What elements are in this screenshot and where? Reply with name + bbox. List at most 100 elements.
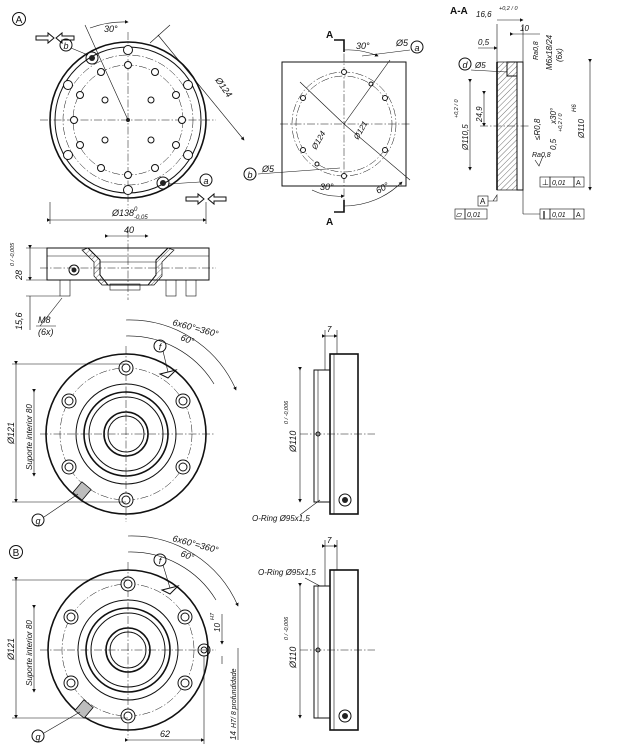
sec-par-tol: 0,01 [552, 212, 566, 219]
fb-dim-14-text: H7/ 8 profundidade [231, 668, 238, 728]
fa-callout-f: f [159, 342, 163, 352]
svg-text:0 / -0,005: 0 / -0,005 [10, 242, 16, 266]
sb-d110: Ø110 [288, 647, 298, 669]
fb-callout-g: g [35, 732, 40, 742]
hp-angle-bottom: 30° [320, 182, 334, 192]
svg-text:0: 0 [134, 207, 138, 213]
sa-d110: Ø110 [288, 431, 298, 453]
sec-ra-top: Ra0,8 [533, 41, 540, 60]
top-angle-label: 30° [104, 24, 118, 34]
callout-a: a [203, 176, 208, 186]
svg-text:+0,2 / 0: +0,2 / 0 [454, 99, 460, 118]
hp-d5-bottom: Ø5 [261, 164, 275, 174]
fb-dim-62: 62 [160, 729, 170, 739]
variant-a-marker [12, 12, 26, 26]
sec-perp-tol: 0,01 [552, 180, 566, 187]
sec-d110-5: Ø110,5 [461, 124, 470, 151]
hp-d5-top: Ø5 [395, 38, 409, 48]
sec-dim-24-9: 24,9 [475, 106, 484, 123]
variant-a-label: A [16, 15, 23, 26]
sec-chamfer: 0,5 [549, 138, 558, 150]
callout-b: b [63, 41, 68, 51]
direction-arrow-left-2 [207, 192, 227, 206]
bolt-holes [63, 45, 193, 195]
svg-text:+0,2 / 0: +0,2 / 0 [558, 113, 564, 132]
sec-dim-16-6: 16,6 [476, 10, 492, 19]
inner-holes [70, 61, 186, 179]
side-view-b: 7 O-Ring Ø95x1,5 Ø110 0 / -0,006 [258, 536, 375, 731]
sec-datum: A [480, 197, 486, 206]
sec-thread-qty: (6x) [555, 48, 564, 62]
side-view-a: 7 Ø110 0 / -0,006 O-Ring Ø95x1,5 [252, 325, 375, 523]
side-qty: (6x) [38, 327, 54, 337]
sec-r0-8: ≤R0,8 [533, 118, 542, 140]
top-d138-label: Ø138 [111, 208, 134, 218]
fa-support: Suporte interior 80 [25, 404, 34, 470]
sec-thread: M6x18/24 [545, 34, 554, 70]
sec-perp-datum: A [576, 180, 581, 187]
center-point [126, 118, 130, 122]
fb-dim-10: 10 [213, 623, 222, 632]
variant-b-label: B [13, 548, 20, 559]
top-d124-label: Ø124 [213, 75, 234, 100]
side-height-28: 28 [14, 270, 24, 281]
direction-arrow-left [55, 31, 75, 45]
svg-text:H6: H6 [572, 104, 578, 112]
front-view-b: B 6x60°=360° 60° f Ø121 [6, 533, 239, 744]
sec-callout-d: d [462, 60, 468, 70]
pin-a [156, 176, 170, 190]
front-a-holes [61, 360, 191, 508]
side-width-40: 40 [124, 225, 134, 235]
sec-dim-0-5: 0,5 [478, 38, 490, 47]
front-b-holes [63, 576, 193, 724]
sec-d110: Ø110 [577, 118, 586, 139]
variant-b-marker [9, 545, 23, 559]
svg-text:▱: ▱ [456, 210, 463, 219]
top-view: A [12, 12, 245, 224]
svg-text:∥: ∥ [542, 210, 546, 219]
sec-d5: Ø5 [474, 61, 486, 70]
fb-d121: Ø121 [6, 638, 16, 661]
fa-d121: Ø121 [6, 422, 16, 445]
section-a-a-view: A-A 16,6 +0,2 / 0 10 0,5 Ra0,8 M6x18/24 … [450, 6, 592, 220]
sec-dim-10: 10 [520, 24, 529, 33]
callout-a-marker [199, 173, 213, 187]
sa-oring: O-Ring Ø95x1,5 [252, 514, 310, 523]
pin-b [85, 51, 99, 65]
hp-callout-b: b [247, 170, 252, 180]
svg-text:-0,05: -0,05 [134, 215, 148, 221]
fa-callout-g: g [35, 516, 40, 526]
svg-text:⊥: ⊥ [542, 178, 549, 187]
sb-oring: O-Ring Ø95x1,5 [258, 568, 316, 577]
section-title: A-A [450, 6, 468, 17]
sec-par-datum: A [576, 212, 581, 219]
fb-support: Suporte interior 80 [25, 620, 34, 686]
sec-flat-tol: 0,01 [467, 212, 481, 219]
hp-d124: Ø124 [309, 129, 327, 152]
fa-angle: 60° [179, 332, 196, 346]
side-section-view: 40 28 0 / -0,005 15,6 M8 (6x) [10, 225, 216, 337]
fb-angle: 60° [179, 548, 196, 562]
sa-dim-7: 7 [327, 325, 332, 334]
fb-dim-14: 14 [229, 731, 238, 740]
direction-arrow-right-2 [185, 192, 205, 206]
side-height-15-6: 15,6 [14, 312, 24, 330]
svg-text:0 / -0,006: 0 / -0,006 [284, 400, 290, 424]
side-thread: M8 [38, 315, 51, 325]
side-pin [68, 264, 80, 276]
sec-ra-bottom: Ra0,8 [532, 152, 551, 159]
fa-pattern: 6x60°=360° [171, 317, 219, 339]
svg-text:H7: H7 [210, 612, 216, 620]
fb-callout-f: f [159, 556, 163, 566]
section-mark-bottom: A [326, 217, 333, 228]
hole-pattern-view: A A 30° Ø5 a Ø124 Ø121 b Ø5 30° 60° [243, 30, 424, 228]
section-mark-top: A [326, 30, 333, 41]
fb-pattern: 6x60°=360° [171, 533, 219, 555]
callout-b-marker [59, 38, 73, 52]
direction-arrow-right [35, 31, 55, 45]
front-view-a: 6x60°=360° 60° f Ø121 Suporte interior 8… [6, 317, 237, 527]
sb-dim-7: 7 [327, 536, 332, 545]
hp-callout-a: a [414, 43, 419, 53]
svg-text:+0,2 / 0: +0,2 / 0 [499, 6, 518, 12]
